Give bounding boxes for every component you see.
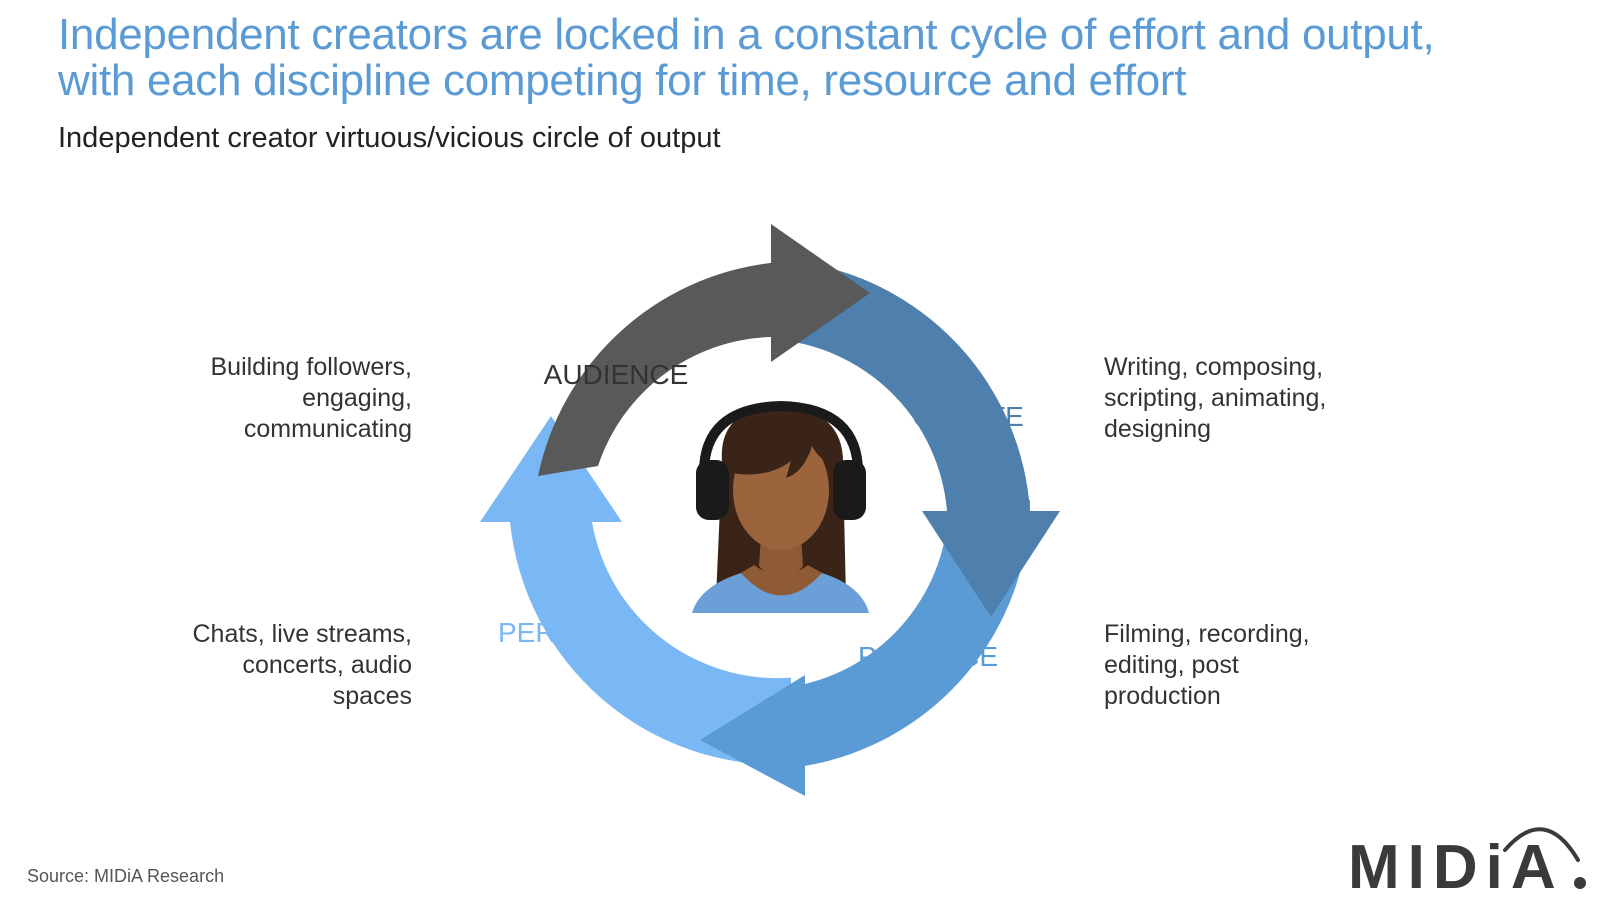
create-description-line: Writing, composing, — [1104, 353, 1324, 381]
create-description-line: designing — [1104, 415, 1212, 443]
audience-description-line: Building followers, — [210, 353, 413, 381]
perform-description: Chats, live streams, concerts, audio spa… — [192, 619, 412, 712]
stage-label-produce: PRODUCE — [858, 641, 998, 672]
produce-description-line: editing, post — [1104, 651, 1239, 679]
produce-description: Filming, recording, editing, post produc… — [1104, 619, 1310, 712]
stage-label-perform: PERFORM — [498, 617, 638, 648]
produce-description-line: production — [1104, 682, 1221, 710]
create-arrow — [781, 263, 1060, 617]
create-description-line: scripting, animating, — [1104, 384, 1327, 412]
audience-description-line: communicating — [243, 415, 412, 443]
create-description: Writing, composing, scripting, animating… — [1104, 352, 1326, 445]
perform-description-line: Chats, live streams, — [192, 620, 412, 648]
headline: Independent creators are locked in a con… — [58, 12, 1558, 104]
perform-description-line: concerts, audio — [242, 651, 412, 679]
perform-arrow — [480, 416, 792, 765]
audience-description: Building followers, engaging, communicat… — [211, 352, 413, 445]
logo-text: MIDiA — [1348, 833, 1564, 895]
creator-with-headphones-icon — [692, 400, 869, 613]
logo-dot-icon — [1574, 877, 1586, 889]
stage-label-create: CREATE — [912, 401, 1024, 432]
source-note: Source: MIDiA Research — [27, 866, 225, 886]
audience-arrow — [538, 224, 870, 476]
midia-logo: MIDiA — [1348, 827, 1586, 895]
produce-arrow — [700, 494, 1030, 796]
produce-description-line: Filming, recording, — [1104, 620, 1310, 648]
stage-label-audience: AUDIENCE — [544, 359, 689, 390]
audience-description-line: engaging, — [302, 384, 412, 412]
headline-line-1: Independent creators are locked in a con… — [58, 10, 1435, 59]
perform-description-line: spaces — [332, 682, 412, 710]
headline-line-2: with each discipline competing for time,… — [58, 56, 1187, 105]
subtitle: Independent creator virtuous/vicious cir… — [58, 122, 721, 154]
logo-arc-icon — [1503, 827, 1580, 862]
